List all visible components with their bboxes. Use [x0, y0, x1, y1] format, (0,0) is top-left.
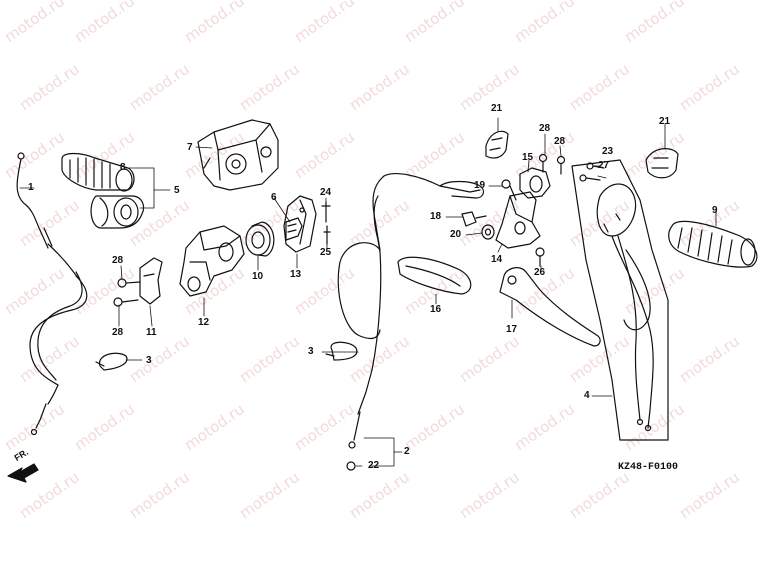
clamp-part-21-right — [645, 148, 679, 179]
throttle-grip-part-8 — [61, 152, 135, 192]
callout-5: 5 — [174, 185, 180, 196]
bracket-part-11 — [139, 257, 163, 305]
callout-19: 19 — [474, 180, 486, 191]
bolt-part-28-left — [113, 278, 141, 307]
callout-24: 24 — [320, 187, 332, 198]
bolt-part-19 — [501, 179, 517, 201]
callout-25: 25 — [320, 247, 332, 258]
callout-6: 6 — [271, 192, 277, 203]
bolt-part-26 — [535, 247, 545, 267]
clamp-part-15 — [519, 167, 551, 199]
callout-16: 16 — [430, 304, 442, 315]
callout-28-right-2: 28 — [554, 136, 566, 147]
callout-17: 17 — [506, 324, 518, 335]
callout-9: 9 — [712, 205, 718, 216]
cable-clamp-part-3-center — [325, 341, 358, 361]
callout-1: 1 — [28, 182, 34, 193]
adjuster-part-18 — [461, 211, 487, 227]
diagram-reference-code: KZ48-F0100 — [618, 462, 679, 473]
throttle-housing-part-7 — [197, 119, 279, 191]
collar-part-6 — [285, 217, 303, 241]
throttle-pipe-part-5 — [90, 195, 145, 229]
front-direction-arrow — [7, 463, 39, 483]
screw-part-23 — [579, 174, 601, 182]
callout-21-right: 21 — [659, 116, 671, 127]
leader-lines — [19, 117, 717, 467]
callout-13: 13 — [290, 269, 302, 280]
callout-7: 7 — [187, 142, 193, 153]
clutch-cable-part-2 — [337, 173, 485, 471]
throttle-holder-part-12 — [179, 225, 245, 297]
bolt-part-28-right — [538, 153, 566, 175]
throttle-cable-part-1 — [16, 152, 88, 436]
callout-26: 26 — [534, 267, 546, 278]
callout-11: 11 — [146, 327, 157, 338]
callout-12: 12 — [198, 317, 210, 328]
callout-28-lower-left: 28 — [112, 327, 124, 338]
callout-15: 15 — [522, 152, 534, 163]
clamp-part-21-center — [485, 130, 509, 159]
callout-22: 22 — [368, 460, 380, 471]
screw-part-25 — [323, 225, 331, 245]
callout-8: 8 — [120, 162, 126, 173]
callout-28-upper-left: 28 — [112, 255, 124, 266]
lever-holder-part-14 — [495, 191, 541, 249]
callout-18: 18 — [430, 211, 442, 222]
callout-27: 27 — [598, 160, 610, 171]
callout-3-left: 3 — [146, 355, 152, 366]
pulley-part-10 — [245, 221, 275, 257]
lever-cover-part-16 — [397, 256, 472, 295]
switch-assembly-part-4 — [571, 159, 669, 441]
callout-28-upper-right: 28 — [539, 123, 551, 134]
callout-23: 23 — [602, 146, 614, 157]
clutch-lever-part-17 — [499, 267, 601, 347]
callout-3-center: 3 — [308, 346, 314, 357]
callout-14: 14 — [491, 254, 503, 265]
callout-20: 20 — [450, 229, 462, 240]
nut-part-20 — [481, 224, 495, 240]
callout-4: 4 — [584, 390, 590, 401]
cover-part-13 — [283, 195, 317, 253]
callout-2: 2 — [404, 446, 410, 457]
screw-part-24 — [321, 201, 331, 223]
grip-part-9 — [668, 220, 758, 268]
callout-21-center: 21 — [491, 103, 503, 114]
cable-clamp-part-3-left — [95, 352, 128, 371]
callout-10: 10 — [252, 271, 264, 282]
